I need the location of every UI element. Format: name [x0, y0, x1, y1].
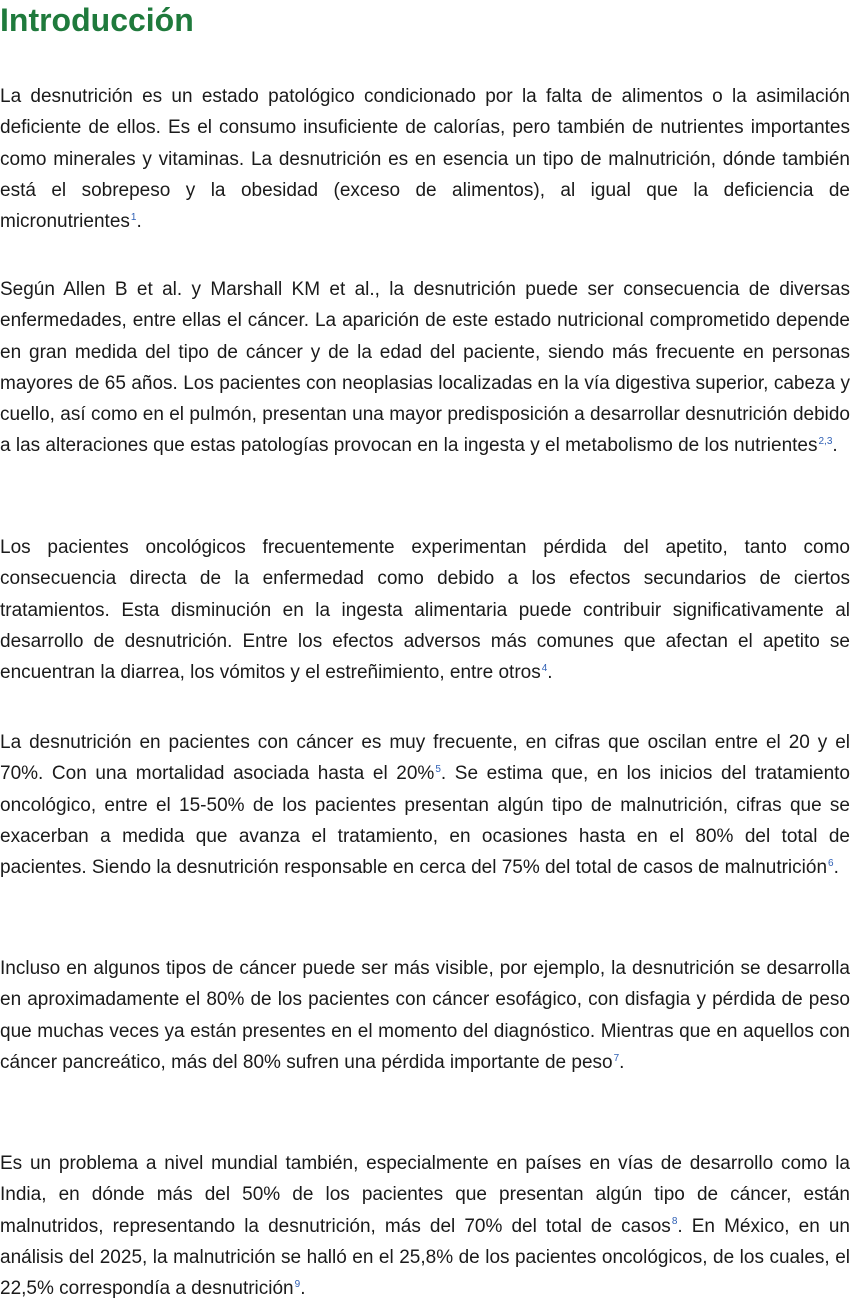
- paragraph-text: Es un problema a nivel mundial también, …: [0, 1153, 850, 1237]
- citation-ref: 1: [130, 211, 137, 223]
- paragraph-3: Los pacientes oncológicos frecuentemente…: [0, 537, 850, 684]
- citation-ref: 6: [828, 857, 834, 869]
- section-title: Introducción: [0, 2, 194, 38]
- citation-ref: 4: [541, 662, 548, 674]
- paragraph-text: Según Allen B et al. y Marshall KM et al…: [0, 279, 850, 457]
- citation-ref: 5: [435, 763, 441, 775]
- paragraph-text: Los pacientes oncológicos frecuentemente…: [0, 537, 850, 684]
- citation-ref: 7: [613, 1052, 620, 1064]
- citation-ref: 8: [671, 1216, 678, 1228]
- citation-ref: 2,3: [818, 436, 833, 448]
- paragraph-text: Incluso en algunos tipos de cáncer puede…: [0, 958, 850, 1073]
- paragraph-2: Según Allen B et al. y Marshall KM et al…: [0, 279, 850, 457]
- paragraph-text: La desnutrición es un estado patológico …: [0, 86, 850, 233]
- paragraph-6: Es un problema a nivel mundial también, …: [0, 1153, 850, 1300]
- paragraph-5: Incluso en algunos tipos de cáncer puede…: [0, 958, 850, 1073]
- paragraph-4: La desnutrición en pacientes con cáncer …: [0, 732, 850, 879]
- paragraph-1: La desnutrición es un estado patológico …: [0, 86, 850, 233]
- paragraph-text: La desnutrición en pacientes con cáncer …: [0, 732, 850, 785]
- citation-ref: 9: [294, 1278, 301, 1290]
